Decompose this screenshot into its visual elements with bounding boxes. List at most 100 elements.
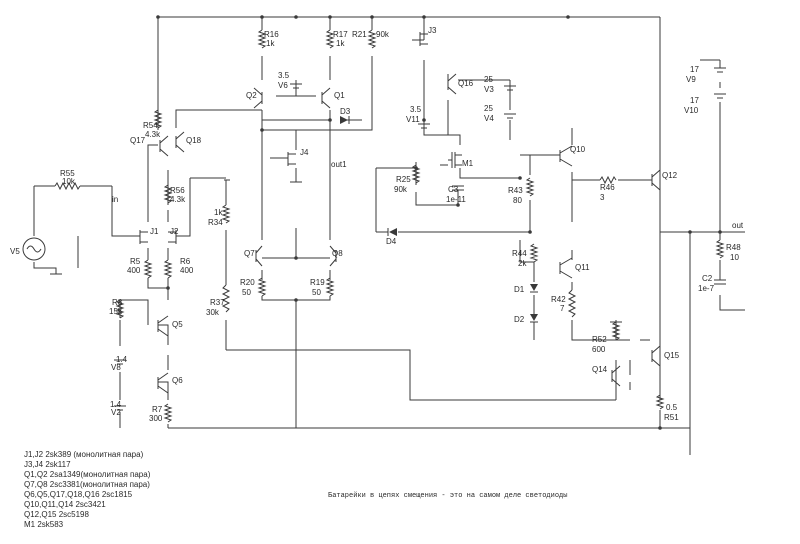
resistor-r21 <box>367 29 377 49</box>
label-r17-val: 1k <box>336 39 345 48</box>
jfet-j1 <box>136 230 148 244</box>
resistor-r54 <box>153 109 163 129</box>
label-j4: J4 <box>300 148 309 157</box>
bias-battery-footnote: Батарейки в цепях смещения - это на само… <box>328 491 567 500</box>
label-r25-ref: R25 <box>396 175 411 184</box>
label-q1: Q1 <box>334 91 345 100</box>
label-r52-val: 600 <box>592 345 606 354</box>
resistor-r34 <box>221 204 231 224</box>
capacitor-c2 <box>714 279 726 285</box>
label-r20-ref: R20 <box>240 278 255 287</box>
label-d4: D4 <box>386 237 397 246</box>
resistor-r43 <box>525 177 535 197</box>
label-v4-ref: V4 <box>484 114 494 123</box>
transistor-q14 <box>611 365 621 387</box>
battery-v9 <box>714 67 726 73</box>
label-r8-ref: R8 <box>112 298 123 307</box>
label-r54-val: 4.3k <box>145 130 161 139</box>
label-r46-ref: R46 <box>600 183 615 192</box>
label-m1: M1 <box>462 159 474 168</box>
label-v6-val: 3.5 <box>278 71 290 80</box>
label-v4-val: 25 <box>484 104 493 113</box>
resistor-r42 <box>567 289 577 318</box>
capacitors <box>452 185 726 285</box>
capacitor-c3 <box>452 185 464 191</box>
transistor-q10 <box>559 145 573 167</box>
label-c2-ref: C2 <box>702 274 713 283</box>
label-q2: Q2 <box>246 91 257 100</box>
label-r8-val: 15k <box>109 307 123 316</box>
label-out1: out1 <box>331 160 347 169</box>
label-r7-val: 300 <box>149 414 163 423</box>
label-r6-ref: R6 <box>180 257 191 266</box>
label-r43-ref: R43 <box>508 186 523 195</box>
label-in: in <box>112 195 118 204</box>
label-v8-val: 1.4 <box>116 355 128 364</box>
label-r21-ref: R21 <box>352 30 367 39</box>
diode-d3 <box>340 116 350 124</box>
label-c3-ref: C3 <box>448 185 459 194</box>
label-q8: Q8 <box>332 249 343 258</box>
label-v6-ref: V6 <box>278 81 288 90</box>
label-c2-val: 1e-7 <box>698 284 715 293</box>
transistor-q16 <box>447 73 457 95</box>
resistor-r46 <box>599 175 617 185</box>
transistor-q17 <box>159 135 169 157</box>
label-r51-ref: R51 <box>664 413 679 422</box>
mosfet-m1 <box>448 152 462 168</box>
resistor-r52 <box>611 321 621 341</box>
label-v11-ref: V11 <box>406 115 420 124</box>
transistor-q1 <box>321 87 331 109</box>
label-r55-val: 10k <box>62 177 76 186</box>
transistor-q8 <box>329 245 337 267</box>
label-r54-ref: R54 <box>143 121 158 130</box>
transistors <box>136 32 661 394</box>
batteries <box>114 67 726 411</box>
resistor-r8 <box>115 299 125 319</box>
label-d2: D2 <box>514 315 525 324</box>
label-v3-ref: V3 <box>484 85 494 94</box>
battery-v10 <box>714 93 726 99</box>
jfet-j3 <box>412 32 428 46</box>
label-q6: Q6 <box>172 376 183 385</box>
resistor-r6 <box>163 259 173 279</box>
label-r46-val: 3 <box>600 193 605 202</box>
label-q7: Q7 <box>244 249 255 258</box>
label-r16-val: 1k <box>266 39 275 48</box>
resistor-r5 <box>143 259 153 279</box>
label-r37-val: 30k <box>206 308 220 317</box>
resistor-r37 <box>221 284 231 313</box>
label-r20-val: 50 <box>242 288 251 297</box>
label-q16: Q16 <box>458 79 474 88</box>
resistor-r51 <box>655 394 665 410</box>
label-d3: D3 <box>340 107 351 116</box>
parts-note-3: Q1,Q2 2sa1349(монолитная пара) <box>24 470 151 479</box>
battery-v4 <box>504 113 516 119</box>
battery-v3 <box>504 85 516 91</box>
resistor-r56 <box>163 184 173 204</box>
label-r44-ref: R44 <box>512 249 527 258</box>
label-q12: Q12 <box>662 171 678 180</box>
label-r37-ref: R37 <box>210 298 225 307</box>
resistor-r19 <box>325 277 335 297</box>
label-r19-val: 50 <box>312 288 321 297</box>
label-r6-val: 400 <box>180 266 194 275</box>
label-r19-ref: R19 <box>310 278 325 287</box>
diode-d4 <box>387 228 397 236</box>
diodes <box>340 116 538 323</box>
label-v3-val: 25 <box>484 75 493 84</box>
jfet-j2 <box>168 230 180 244</box>
transistor-q12 <box>651 169 661 191</box>
label-r42-val: 7 <box>560 304 565 313</box>
resistor-r20 <box>257 277 267 297</box>
jfet-j4 <box>284 152 296 166</box>
label-v10-val: 17 <box>690 96 699 105</box>
resistor-r7 <box>163 403 173 423</box>
label-r48-val: 10 <box>730 253 739 262</box>
parts-note-2: J3,J4 2sk117 <box>24 460 71 469</box>
label-j1: J1 <box>150 227 159 236</box>
label-r42-ref: R42 <box>551 295 566 304</box>
parts-note-1: J1,J2 2sk389 (монолитная пара) <box>24 450 144 459</box>
